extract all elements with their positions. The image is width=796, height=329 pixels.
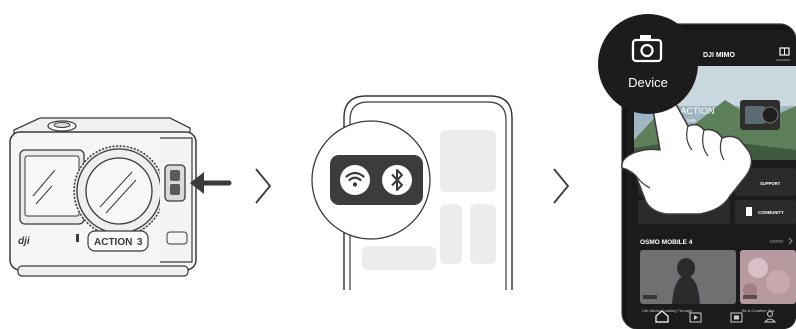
device-label: Device xyxy=(628,75,668,90)
wifi-button xyxy=(340,165,370,195)
camera-version-label: 3 xyxy=(137,237,143,248)
content-card[interactable]: Be A Creative Stor xyxy=(740,250,796,313)
support-label: SUPPORT xyxy=(760,181,781,186)
card-caption: Life Advice Looking Through xyxy=(642,308,692,313)
content-card[interactable]: Life Advice Looking Through xyxy=(640,250,736,313)
academy-label: ACADEMY xyxy=(776,58,791,62)
community-label: COMMUNITY xyxy=(758,210,784,215)
action-camera: dji ACTION 3 xyxy=(10,118,229,276)
more-link[interactable]: MORE xyxy=(770,239,784,244)
next-step-chevron-icon xyxy=(256,169,270,203)
card-caption: Be A Creative Stor xyxy=(742,308,775,313)
community-icon xyxy=(746,207,752,216)
phone-connection-illustration xyxy=(312,96,512,290)
camera-brand-logo: dji xyxy=(18,236,30,247)
camera-model-label: ACTION xyxy=(94,237,132,248)
dji-mimo-app-screen: DJI MIMO ACADEMY MO ACTION Your Other Si… xyxy=(598,14,796,329)
section-title: OSMO MOBILE 4 xyxy=(640,239,693,246)
app-title: DJI MIMO xyxy=(703,52,735,59)
next-step-chevron-icon xyxy=(554,169,568,203)
device-button[interactable]: Device xyxy=(598,14,698,114)
